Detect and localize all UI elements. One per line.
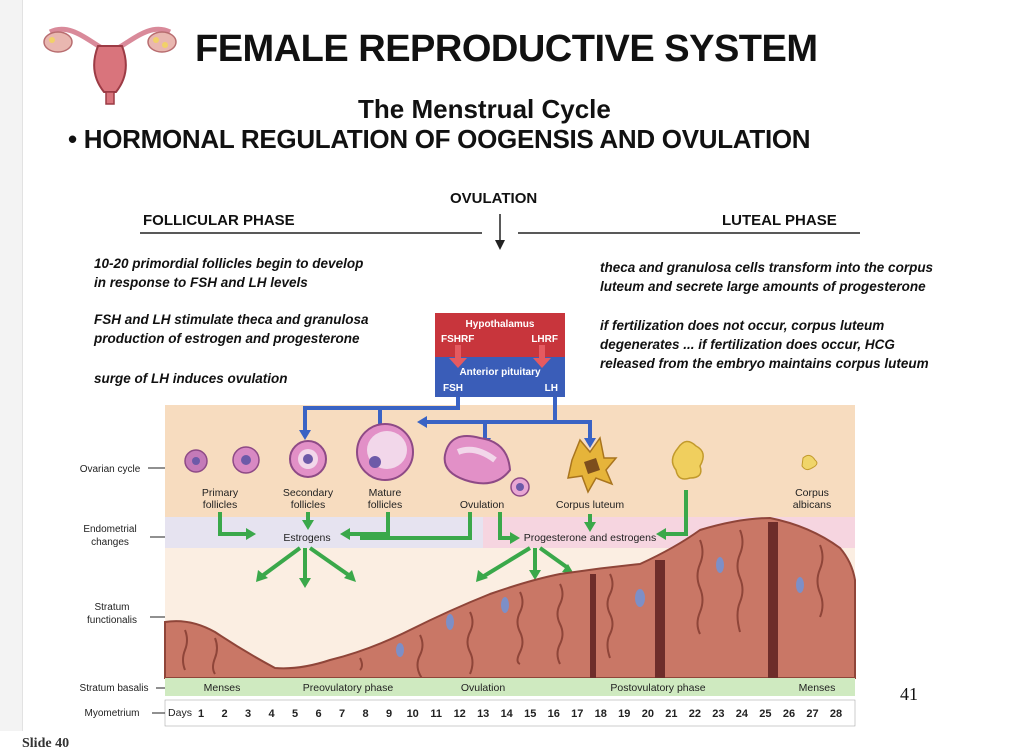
phase-postovulatory: Postovulatory phase (610, 682, 705, 694)
day-5: 5 (292, 708, 298, 720)
day-25: 25 (759, 708, 771, 720)
corpus-luteum-shape (567, 436, 618, 494)
day-16: 16 (548, 708, 560, 720)
day-28: 28 (830, 708, 842, 720)
fsh-lh-arrows (303, 397, 592, 440)
slide-panel-edge (0, 0, 23, 731)
day-20: 20 (642, 708, 654, 720)
label-basalis: Stratum basalis (80, 683, 149, 694)
day-27: 27 (806, 708, 818, 720)
slide-heading: • HORMONAL REGULATION OF OOGENSIS AND OV… (68, 124, 811, 154)
estrogens-label: Estrogens (283, 532, 330, 544)
fshrf-arrow (449, 345, 467, 368)
day-14: 14 (501, 708, 514, 720)
slide-title: FEMALE REPRODUCTIVE SYSTEM (195, 28, 818, 70)
day-22: 22 (689, 708, 701, 720)
day-7: 7 (339, 708, 345, 720)
luteal-phase-label: LUTEAL PHASE (722, 212, 837, 229)
note-left-1: 10-20 primordial follicles begin to deve… (94, 256, 364, 290)
mature-label-2: follicles (368, 499, 402, 511)
corpus-albicans-shape (801, 454, 818, 471)
phase-menses-1: Menses (204, 682, 241, 694)
albicans-label-1: Corpus (795, 487, 829, 499)
follicular-phase-label: FOLLICULAR PHASE (143, 212, 295, 229)
follicle-secondary (289, 440, 327, 478)
slide-footer: Slide 40 (22, 736, 70, 751)
ovulation-follicle-label: Ovulation (460, 499, 505, 511)
day-23: 23 (712, 708, 724, 720)
note-right-2: if fertilization does not occur, corpus … (600, 318, 929, 371)
lhrf-label: LHRF (531, 334, 558, 345)
day-13: 13 (477, 708, 489, 720)
primary-label-1: Primary (202, 487, 239, 499)
note-left-2: FSH and LH stimulate theca and granulosa… (94, 312, 369, 346)
phase-menses-2: Menses (799, 682, 836, 694)
day-9: 9 (386, 708, 392, 720)
spiral-arteries (590, 522, 778, 678)
secondary-label-2: follicles (291, 499, 325, 511)
day-21: 21 (665, 708, 677, 720)
day-24: 24 (736, 708, 749, 720)
secondary-label-1: Secondary (283, 487, 334, 499)
endometrium-layer (164, 516, 856, 679)
endometrial-glands (182, 529, 824, 686)
note-left-3: surge of LH induces ovulation (94, 371, 288, 386)
day-8: 8 (363, 708, 369, 720)
ovulation-label: OVULATION (450, 190, 538, 207)
day-26: 26 (783, 708, 795, 720)
corpus-luteum-label: Corpus luteum (556, 499, 625, 511)
day-1: 1 (198, 708, 204, 720)
phase-ovulation: Ovulation (461, 682, 506, 694)
primary-label-2: follicles (203, 499, 237, 511)
stratum-basalis-band (165, 678, 855, 696)
follicle-primary (184, 449, 208, 473)
day-6: 6 (316, 708, 322, 720)
uterus-logo (38, 15, 182, 105)
day-2: 2 (221, 708, 227, 720)
follicle-ovulation (443, 435, 530, 497)
label-stratum-2: functionalis (87, 615, 137, 626)
slide-subtitle: The Menstrual Cycle (358, 94, 611, 124)
day-12: 12 (454, 708, 466, 720)
menstrual-cycle-diagram: Hypothalamus FSHRF LHRF Anterior pituita… (80, 313, 856, 727)
label-stratum-1: Stratum (94, 602, 129, 613)
pituitary-label: Anterior pituitary (459, 367, 541, 378)
albicans-label-2: albicans (793, 499, 832, 511)
label-endometrial-1: Endometrial (83, 524, 136, 535)
note-right-1: theca and granulosa cells transform into… (600, 260, 934, 294)
day-10: 10 (407, 708, 419, 720)
fshrf-label: FSHRF (441, 334, 474, 345)
label-myometrium: Myometrium (84, 708, 139, 719)
label-endometrial-2: changes (91, 537, 129, 548)
hypothalamus-label: Hypothalamus (466, 319, 535, 330)
lhrf-arrow (533, 345, 551, 368)
fsh-label: FSH (443, 383, 463, 394)
green-arrows (218, 490, 688, 580)
day-18: 18 (595, 708, 607, 720)
days-label: Days (168, 707, 192, 719)
days-band (164, 699, 856, 727)
day-11: 11 (430, 708, 442, 720)
day-4: 4 (269, 708, 276, 720)
follicle-mature (356, 423, 414, 481)
day-17: 17 (571, 708, 583, 720)
day-15: 15 (524, 708, 536, 720)
progesterone-estrogens-label: Progesterone and estrogens (524, 532, 657, 544)
day-19: 19 (618, 708, 630, 720)
mature-label-1: Mature (369, 487, 402, 499)
label-ovarian-cycle: Ovarian cycle (80, 464, 141, 475)
page-number: 41 (900, 684, 918, 704)
phase-preovulatory: Preovulatory phase (303, 682, 394, 694)
follicle-secondary-small (232, 446, 260, 474)
phase-lines (140, 214, 860, 250)
corpus-luteum-degenerating (671, 440, 704, 480)
endometrial-veins (396, 557, 804, 657)
lh-label: LH (545, 383, 558, 394)
day-3: 3 (245, 708, 251, 720)
